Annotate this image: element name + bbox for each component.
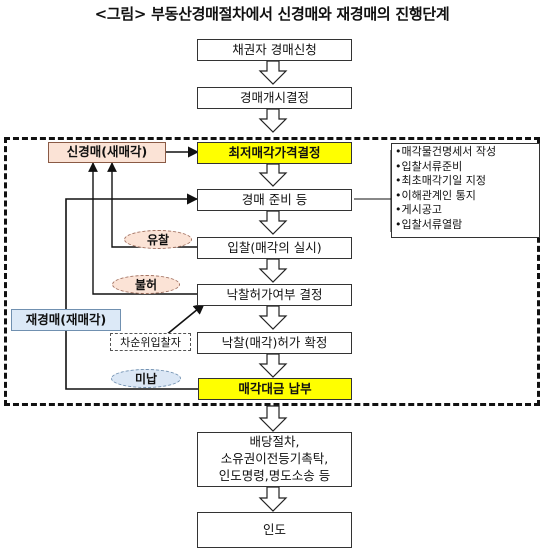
- diagram-title: <그림> 부동산경매절차에서 신경매와 재경매의 진행단계: [94, 5, 450, 23]
- down-arrow-4: [258, 210, 288, 235]
- down-arrow-3: [258, 163, 288, 187]
- step-bidding: 입찰(매각의 실시): [197, 237, 352, 259]
- new-auction-label: 신경매(새매각): [48, 142, 166, 163]
- step-distribution: 배당절차, 소유권이전등기촉탁, 인도명령,명도소송 등: [197, 432, 352, 487]
- step-label: 매각대금 납부: [238, 380, 312, 396]
- note-item: •게시공고: [395, 203, 442, 216]
- step-label: 낙찰허가여부 결정: [226, 286, 323, 302]
- unpaid-ellipse: 미납: [111, 369, 181, 388]
- note-item: •최초매각기일 지정: [395, 174, 486, 187]
- step-label: 인도: [262, 521, 286, 537]
- label-text: 재경매(재매각): [25, 311, 107, 327]
- line-notpermit-to-new: [88, 162, 197, 295]
- step-label: 낙찰(매각)허가 확정: [221, 334, 328, 350]
- down-arrow-9: [258, 486, 288, 512]
- down-arrow-1: [258, 60, 288, 85]
- down-arrow-6: [258, 305, 288, 330]
- note-item: •입찰서류열람: [395, 217, 463, 231]
- step-creditor-request: 채권자 경매신청: [197, 39, 352, 61]
- not-permitted-ellipse: 불허: [112, 275, 180, 294]
- step-delivery: 인도: [197, 512, 352, 548]
- down-arrow-2: [258, 108, 288, 133]
- auction-region-frame: [4, 137, 540, 406]
- step-payment: 매각대금 납부: [198, 378, 352, 400]
- step-label: 채권자 경매신청: [232, 41, 317, 57]
- note-item: •이해관계인 통지: [395, 188, 476, 202]
- step-permit-confirmed: 낙찰(매각)허가 확정: [197, 332, 352, 354]
- step-minimum-price-decision: 최저매각가격결정: [197, 142, 352, 164]
- label-text: 신경매(새매각): [66, 144, 148, 160]
- down-arrow-5: [258, 258, 288, 283]
- note-item: •매각물건명세서 작성: [395, 145, 497, 158]
- ellipse-text: 불허: [134, 278, 158, 292]
- step-label-line: 인도명령,명도소송 등: [218, 467, 331, 483]
- line-unpaid-to-prep: [65, 193, 199, 390]
- step-label: 입찰(매각의 실시): [227, 239, 322, 255]
- ellipse-text: 미납: [134, 372, 158, 386]
- label-text: 차순위입찰자: [120, 336, 181, 349]
- failed-bid-ellipse: 유찰: [124, 230, 192, 249]
- down-arrow-7: [258, 353, 288, 378]
- step-auction-preparation: 경매 준비 등: [197, 189, 352, 211]
- step-permit-decision: 낙찰허가여부 결정: [197, 284, 352, 306]
- re-auction-label: 재경매(재매각): [11, 309, 121, 331]
- ellipse-text: 유찰: [146, 233, 170, 247]
- step-auction-start-decision: 경매개시결정: [197, 87, 352, 109]
- step-label-line: 배당절차,: [249, 434, 300, 450]
- step-label: 경매개시결정: [239, 89, 309, 105]
- step-label: 최저매각가격결정: [228, 144, 321, 160]
- preparation-notes: •매각물건명세서 작성 •입찰서류준비 •최초매각기일 지정 •이해관계인 통지…: [391, 143, 540, 238]
- step-label: 경매 준비 등: [241, 191, 308, 207]
- step-label-line: 소유권이전등기촉탁,: [220, 451, 329, 467]
- down-arrow-8: [258, 405, 288, 432]
- note-item: •입찰서류준비: [395, 159, 463, 173]
- next-bidder-label: 차순위입찰자: [110, 333, 191, 351]
